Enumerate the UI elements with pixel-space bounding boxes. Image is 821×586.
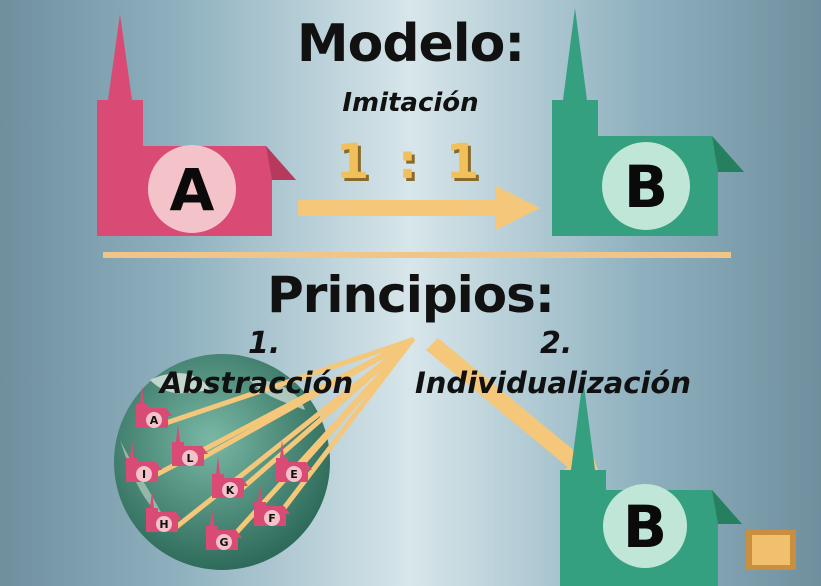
globe-churches: A I L K E H F G xyxy=(126,386,312,550)
principle-2-label: Individualización xyxy=(415,366,691,400)
imitation-arrow xyxy=(298,186,540,230)
church-a-letter: A xyxy=(170,156,215,224)
globe-church-e: E xyxy=(276,440,312,482)
globe-church-letter: I xyxy=(142,468,146,481)
model-title: Modelo: xyxy=(296,14,525,74)
globe-church-letter: K xyxy=(226,484,235,497)
church-b2-letter: B xyxy=(623,493,667,561)
church-b-letter: B xyxy=(624,153,668,221)
principles-title: Principios: xyxy=(267,266,555,324)
ratio-label: 1 : 1 xyxy=(335,134,486,190)
globe-church-letter: E xyxy=(290,468,298,481)
globe-church-letter: A xyxy=(150,414,159,427)
globe-church-letter: F xyxy=(268,512,276,525)
globe-church-f: F xyxy=(254,484,290,526)
principle-2-number: 2. xyxy=(540,326,573,361)
globe-church-letter: G xyxy=(219,536,228,549)
church-b-individualized: B xyxy=(560,378,742,586)
divider-line xyxy=(103,252,731,258)
globe-church-h: H xyxy=(146,490,182,532)
globe-church-i: I xyxy=(126,440,162,482)
next-slide-button[interactable] xyxy=(746,530,796,570)
church-a: A xyxy=(97,14,296,236)
church-b: B xyxy=(552,8,744,236)
model-subtitle: Imitación xyxy=(342,88,479,118)
globe-church-k: K xyxy=(212,456,248,498)
globe-church-l: L xyxy=(172,424,208,466)
globe-church-letter: H xyxy=(159,518,168,531)
principle-1-label: Abstracción xyxy=(160,366,354,400)
globe-church-g: G xyxy=(206,508,242,550)
globe-church-a: A xyxy=(136,386,172,428)
globe-church-letter: L xyxy=(186,452,193,465)
principle-1-number: 1. xyxy=(248,326,281,361)
